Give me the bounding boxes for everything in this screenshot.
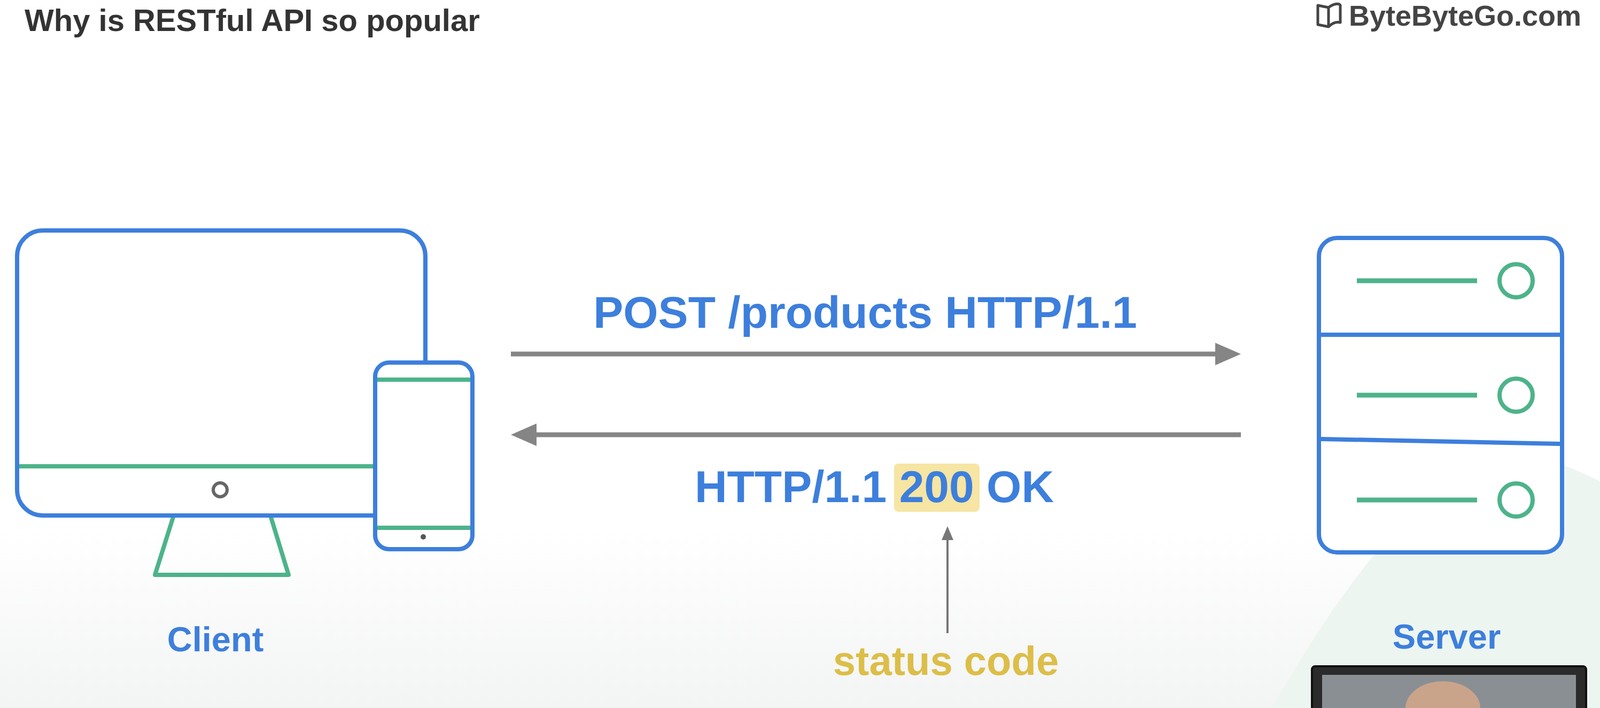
- highlight-box: [894, 463, 980, 512]
- logo-icon: [1317, 3, 1341, 27]
- node-label: Client: [167, 618, 264, 659]
- edge-label: HTTP/1.1 200 OK: [694, 460, 1054, 513]
- node-label: Server: [1392, 616, 1501, 657]
- webcam-overlay: [1311, 665, 1587, 708]
- title: Why is RESTful API so popular: [24, 2, 480, 38]
- client-node: Client: [17, 230, 473, 549]
- monitor-icon: [17, 230, 426, 575]
- server-node: Server: [1318, 237, 1563, 553]
- arrow-connector: [532, 432, 1241, 438]
- leader-arrow: [941, 525, 954, 633]
- logo-text: ByteByteGo.com: [1348, 0, 1582, 33]
- arrow-connector: [510, 351, 1220, 357]
- edge-label: POST /products HTTP/1.1: [593, 286, 1137, 339]
- status-label: status code: [833, 637, 1059, 684]
- server-icon: [1318, 237, 1563, 553]
- phone-icon: [375, 362, 473, 549]
